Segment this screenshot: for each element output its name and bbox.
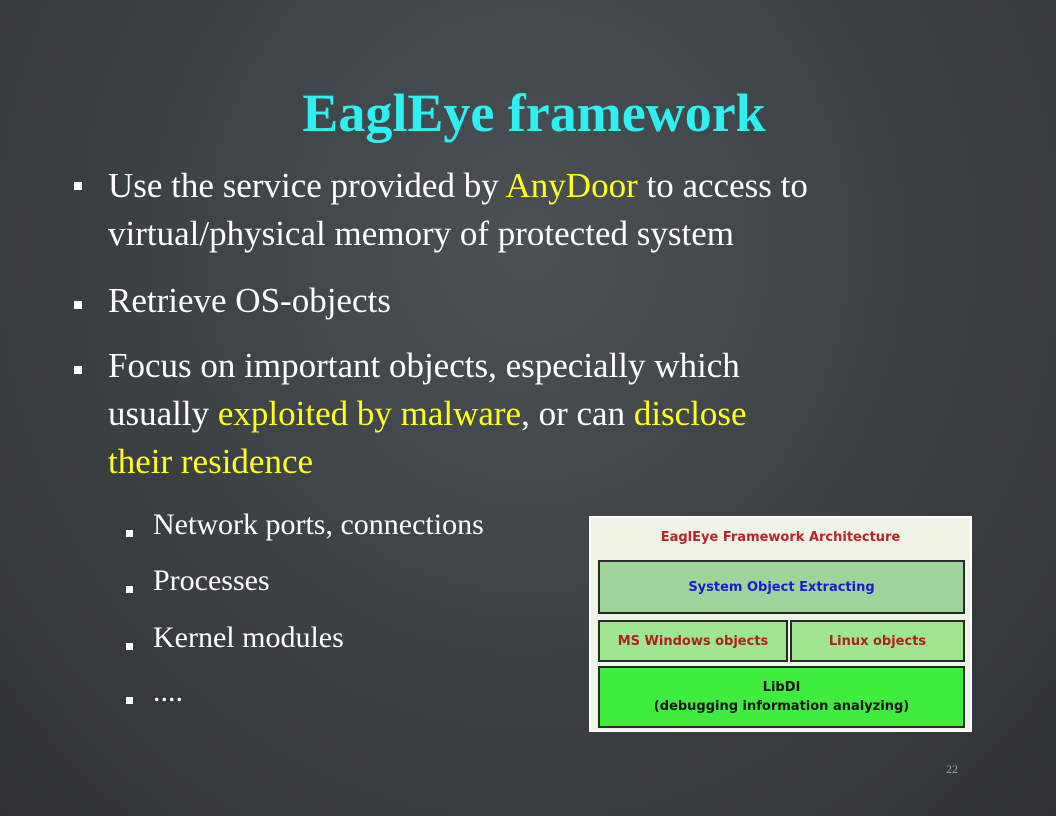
- box-label: Linux objects: [828, 633, 927, 649]
- bullet-anydoor: Use the service provided by AnyDoor to a…: [108, 162, 1008, 258]
- square-bullet-icon: [126, 643, 133, 650]
- bullet-focus: Focus on important objects, especially w…: [108, 342, 1008, 486]
- linux-objects-box: Linux objects: [790, 620, 965, 662]
- sub-bullet-item: Network ports, connections: [153, 508, 484, 541]
- square-bullet-icon: [74, 182, 82, 190]
- square-bullet-icon: [126, 697, 133, 704]
- sub-bullet-item: ....: [153, 675, 183, 708]
- bullet-text: , or can: [521, 394, 634, 433]
- diagram-title: EaglEye Framework Architecture: [660, 530, 901, 545]
- box-label: LibDI: [762, 680, 801, 695]
- bullet-text: usually: [108, 394, 218, 433]
- highlight-anydoor: AnyDoor: [505, 166, 638, 205]
- square-bullet-icon: [74, 366, 82, 374]
- sub-bullet-item: Kernel modules: [153, 621, 344, 654]
- box-label: (debugging information analyzing): [653, 699, 910, 714]
- system-object-extracting-box: System Object Extracting: [598, 560, 965, 614]
- page-number: 22: [946, 762, 958, 776]
- bullet-text: Use the service provided by: [108, 166, 506, 205]
- highlight-disclose: disclose: [633, 394, 747, 433]
- box-label: System Object Extracting: [688, 579, 875, 595]
- sub-bullet-item: Processes: [153, 564, 270, 597]
- bullet-text: Retrieve OS-objects: [108, 281, 391, 320]
- architecture-diagram: EaglEye Framework Architecture System Ob…: [589, 516, 972, 732]
- square-bullet-icon: [74, 301, 82, 309]
- libdi-box: LibDI (debugging information analyzing): [598, 666, 965, 728]
- box-label: MS Windows objects: [617, 633, 769, 649]
- highlight-residence: their residence: [108, 442, 314, 481]
- square-bullet-icon: [126, 586, 133, 593]
- bullet-text: virtual/physical memory of protected sys…: [108, 214, 734, 253]
- bullet-retrieve: Retrieve OS-objects: [108, 277, 1008, 325]
- bullet-text: to access to: [637, 166, 808, 205]
- highlight-exploited: exploited by malware: [217, 394, 522, 433]
- bullet-text: Focus on important objects, especially w…: [108, 346, 740, 385]
- windows-objects-box: MS Windows objects: [598, 620, 788, 662]
- square-bullet-icon: [126, 530, 133, 537]
- slide-title: EaglEye framework: [302, 83, 766, 143]
